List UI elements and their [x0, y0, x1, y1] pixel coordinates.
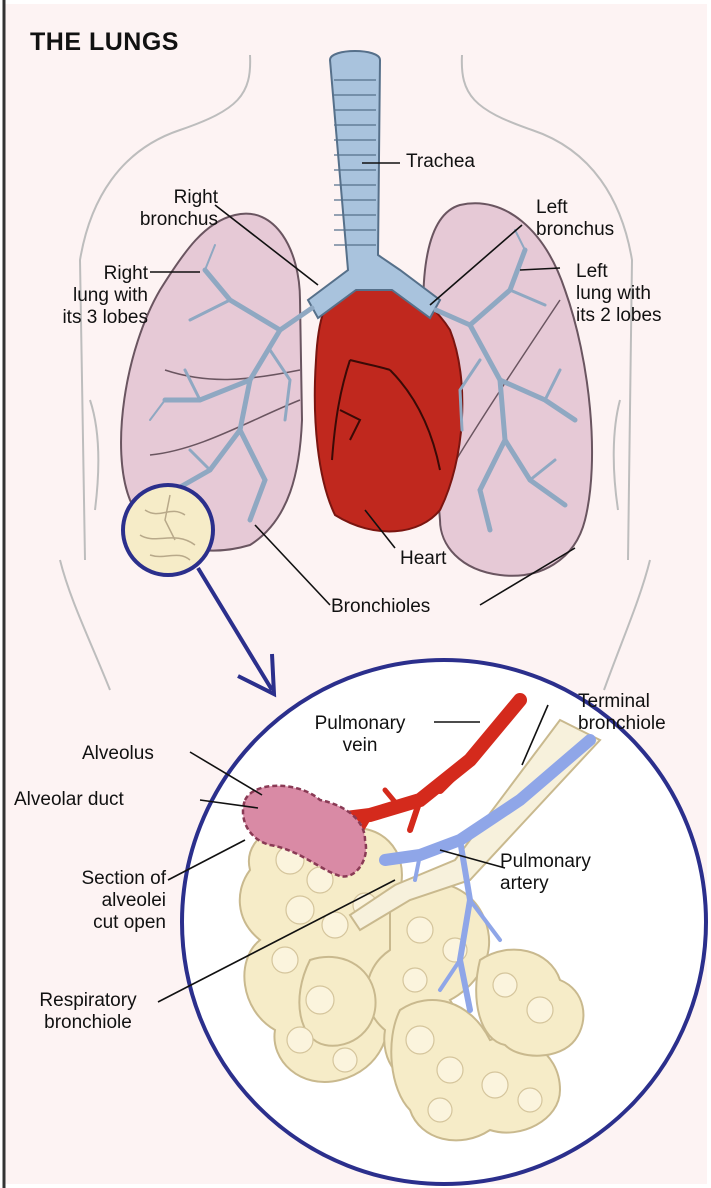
label-respiratory-bronchiole: Respiratory bronchiole — [8, 990, 168, 1034]
label-pulmonary-artery: Pulmonary artery — [500, 851, 591, 895]
magnified-region-circle — [123, 485, 213, 575]
label-bronchioles: Bronchioles — [331, 596, 430, 618]
label-left-lung: Left lung with its 2 lobes — [576, 261, 662, 327]
label-section-of-alveolei: Section of alveolei cut open — [14, 868, 166, 934]
label-right-lung: Right lung with its 3 lobes — [20, 263, 148, 329]
label-alveolus: Alveolus — [82, 743, 154, 765]
label-alveolar-duct: Alveolar duct — [14, 789, 124, 811]
label-right-bronchus: Right bronchus — [100, 187, 218, 231]
label-trachea: Trachea — [406, 151, 475, 173]
diagram-title: THE LUNGS — [30, 28, 179, 57]
label-pulmonary-vein: Pulmonary vein — [292, 713, 428, 757]
label-heart: Heart — [400, 548, 446, 570]
heart-shape — [315, 282, 463, 531]
label-left-bronchus: Left bronchus — [536, 197, 614, 241]
label-terminal-bronchiole: Terminal bronchiole — [578, 691, 666, 735]
